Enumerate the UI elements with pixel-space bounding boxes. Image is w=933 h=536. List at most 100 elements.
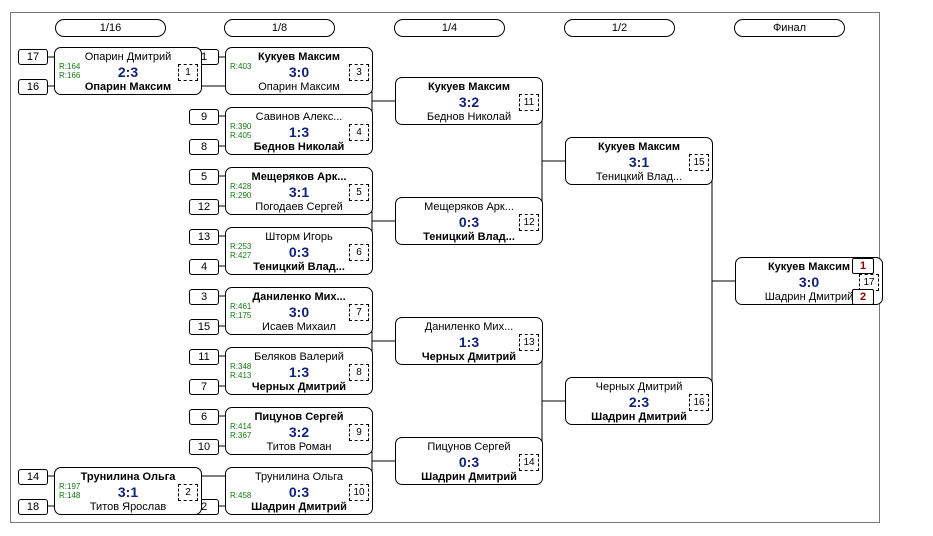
rating-bottom: R:413 bbox=[230, 371, 252, 380]
player-bottom: Шадрин Дмитрий bbox=[591, 411, 687, 423]
player-top: Трунилина Ольга bbox=[80, 471, 176, 483]
match-card[interactable]: Пицунов Сергей R:414 R:367 3:2 9 Титов Р… bbox=[225, 407, 373, 455]
player-top: Опарин Дмитрий bbox=[84, 51, 172, 63]
match-number: 1 bbox=[178, 64, 198, 81]
match-card[interactable]: Беляков Валерий R:348 R:413 1:3 8 Черных… bbox=[225, 347, 373, 395]
player-top: Кукуев Максим bbox=[597, 141, 681, 153]
player-bottom: Опарин Максим bbox=[258, 81, 340, 93]
match-number: 6 bbox=[349, 244, 369, 261]
player-bottom: Шадрин Дмитрий bbox=[421, 471, 517, 483]
player-top: Беляков Валерий bbox=[254, 351, 344, 363]
match-score: 3:1 bbox=[117, 484, 139, 500]
player-top: Даниленко Мих... bbox=[424, 321, 514, 333]
player-bottom: Опарин Максим bbox=[84, 81, 172, 93]
match-card[interactable]: Пицунов Сергей 0:3 14 Шадрин Дмитрий bbox=[395, 437, 543, 485]
player-top: Мещеряков Арк... bbox=[424, 201, 514, 213]
rating-bottom: R:148 bbox=[59, 491, 81, 500]
match-number: 14 bbox=[519, 454, 539, 471]
seed-number: 13 bbox=[189, 229, 219, 245]
match-card[interactable]: Шторм Игорь R:253 R:427 0:3 6 Теницкий В… bbox=[225, 227, 373, 275]
match-card[interactable]: Опарин Дмитрий R:164 R:166 2:3 1 Опарин … bbox=[54, 47, 202, 95]
player-bottom: Титов Ярослав bbox=[89, 501, 167, 513]
match-card[interactable]: Савинов Алекс... R:390 R:405 1:3 4 Бедно… bbox=[225, 107, 373, 155]
match-score: 0:3 bbox=[458, 454, 480, 470]
match-card[interactable]: Кукуев Максим 3:1 15 Теницкий Влад... bbox=[565, 137, 713, 185]
match-score: 3:0 bbox=[798, 274, 820, 290]
player-top: Кукуев Максим bbox=[767, 261, 851, 273]
match-score: 0:3 bbox=[288, 244, 310, 260]
match-number: 16 bbox=[689, 394, 709, 411]
match-card[interactable]: Кукуев Максим 3:2 11 Беднов Николай bbox=[395, 77, 543, 125]
round-header-1-16: 1/16 bbox=[55, 19, 166, 37]
match-score: 1:3 bbox=[458, 334, 480, 350]
match-score: 3:1 bbox=[628, 154, 650, 170]
round-header-final: Финал bbox=[734, 19, 845, 37]
seed-number: 10 bbox=[189, 439, 219, 455]
match-score: 3:2 bbox=[288, 424, 310, 440]
match-number: 15 bbox=[689, 154, 709, 171]
player-bottom: Шадрин Дмитрий bbox=[251, 501, 347, 513]
seed-number: 3 bbox=[189, 289, 219, 305]
round-header-1-4: 1/4 bbox=[394, 19, 505, 37]
player-top: Трунилина Ольга bbox=[254, 471, 344, 483]
rating-bottom: R:166 bbox=[59, 71, 81, 80]
player-bottom: Беднов Николай bbox=[253, 141, 345, 153]
seed-number: 11 bbox=[189, 349, 219, 365]
match-score: 0:3 bbox=[288, 484, 310, 500]
player-bottom: Теницкий Влад... bbox=[595, 171, 683, 183]
second-place-badge: 2 bbox=[852, 289, 874, 305]
seed-number: 16 bbox=[18, 79, 48, 95]
match-number: 10 bbox=[349, 484, 369, 501]
rating-top: R:390 bbox=[230, 122, 252, 131]
player-bottom: Шадрин Дмитрий bbox=[764, 291, 854, 303]
match-card[interactable]: Трунилина Ольга R:458 0:3 10 Шадрин Дмит… bbox=[225, 467, 373, 515]
player-bottom: Титов Роман bbox=[266, 441, 332, 453]
rating-top: R:461 bbox=[230, 302, 252, 311]
rating-top: R:428 bbox=[230, 182, 252, 191]
rating-top: R:197 bbox=[59, 482, 81, 491]
match-card[interactable]: Мещеряков Арк... 0:3 12 Теницкий Влад... bbox=[395, 197, 543, 245]
match-card[interactable]: Трунилина Ольга R:197 R:148 3:1 2 Титов … bbox=[54, 467, 202, 515]
match-number: 4 bbox=[349, 124, 369, 141]
match-number: 13 bbox=[519, 334, 539, 351]
match-card[interactable]: Черных Дмитрий 2:3 16 Шадрин Дмитрий bbox=[565, 377, 713, 425]
player-top: Шторм Игорь bbox=[265, 231, 333, 243]
player-top: Черных Дмитрий bbox=[595, 381, 683, 393]
match-score: 3:1 bbox=[288, 184, 310, 200]
match-score: 2:3 bbox=[117, 64, 139, 80]
rating-bottom: R:458 bbox=[230, 491, 252, 500]
rating-top: R:403 bbox=[230, 62, 252, 71]
rating-bottom: R:427 bbox=[230, 251, 252, 260]
rating-top: R:414 bbox=[230, 422, 252, 431]
seed-number: 18 bbox=[18, 499, 48, 515]
player-top: Пицунов Сергей bbox=[254, 411, 344, 423]
rating-bottom: R:367 bbox=[230, 431, 252, 440]
match-card[interactable]: Даниленко Мих... 1:3 13 Черных Дмитрий bbox=[395, 317, 543, 365]
match-score: 0:3 bbox=[458, 214, 480, 230]
match-card[interactable]: Кукуев Максим R:403 3:0 3 Опарин Максим bbox=[225, 47, 373, 95]
player-bottom: Исаев Михаил bbox=[262, 321, 336, 333]
seed-number: 9 bbox=[189, 109, 219, 125]
match-number: 7 bbox=[349, 304, 369, 321]
player-top: Кукуев Максим bbox=[257, 51, 341, 63]
match-number: 2 bbox=[178, 484, 198, 501]
rating-top: R:253 bbox=[230, 242, 252, 251]
rating-bottom: R:290 bbox=[230, 191, 252, 200]
player-top: Мещеряков Арк... bbox=[251, 171, 347, 183]
player-top: Кукуев Максим bbox=[427, 81, 511, 93]
match-card[interactable]: Мещеряков Арк... R:428 R:290 3:1 5 Погод… bbox=[225, 167, 373, 215]
round-header-1-8: 1/8 bbox=[224, 19, 335, 37]
match-number: 8 bbox=[349, 364, 369, 381]
seed-number: 6 bbox=[189, 409, 219, 425]
seed-number: 4 bbox=[189, 259, 219, 275]
match-score: 1:3 bbox=[288, 364, 310, 380]
rating-top: R:164 bbox=[59, 62, 81, 71]
match-score: 2:3 bbox=[628, 394, 650, 410]
player-top: Даниленко Мих... bbox=[252, 291, 346, 303]
seed-number: 8 bbox=[189, 139, 219, 155]
match-number: 9 bbox=[349, 424, 369, 441]
player-bottom: Теницкий Влад... bbox=[423, 231, 515, 243]
match-card[interactable]: Даниленко Мих... R:461 R:175 3:0 7 Исаев… bbox=[225, 287, 373, 335]
player-top: Пицунов Сергей bbox=[427, 441, 511, 453]
match-score: 3:0 bbox=[288, 304, 310, 320]
